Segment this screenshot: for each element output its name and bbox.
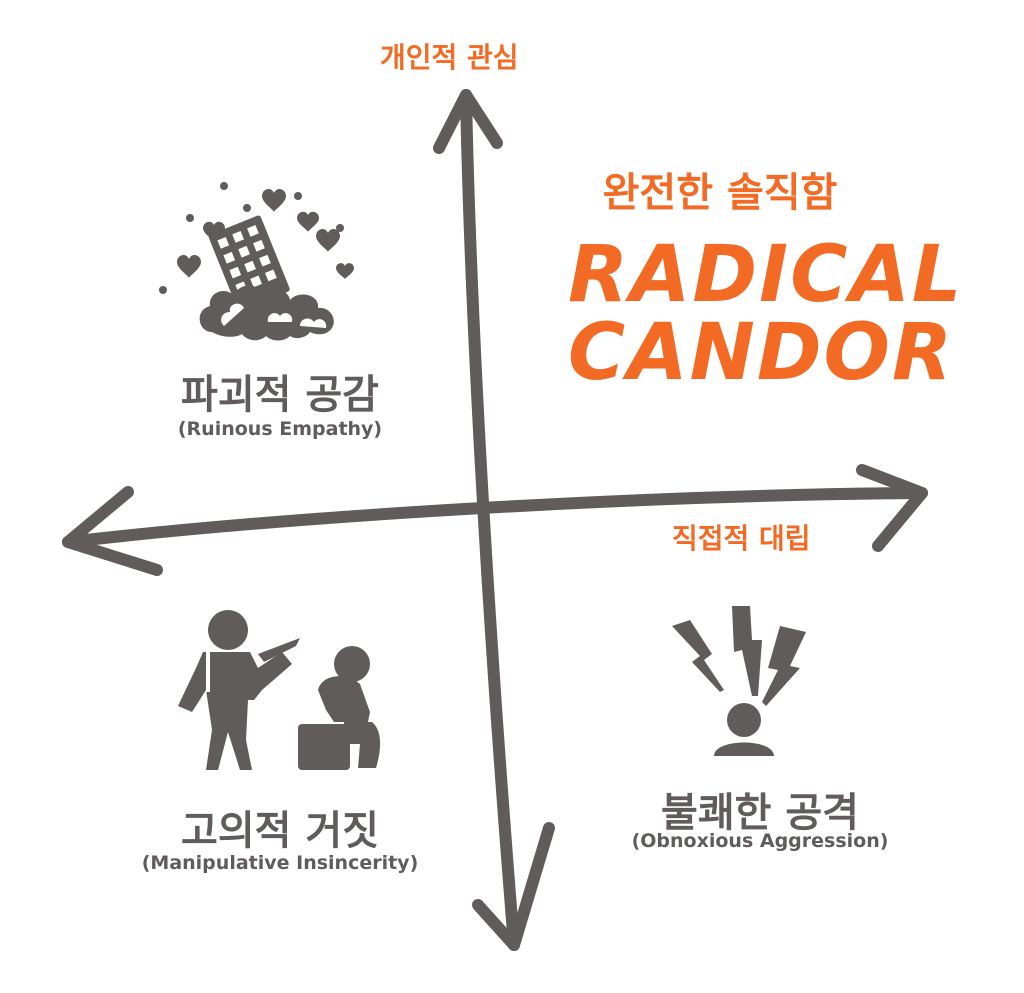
radical-candor-korean-title: 완전한 솔직함 xyxy=(602,170,838,216)
lightning-icon xyxy=(762,626,806,706)
horizontal-axis-left-arrowhead xyxy=(62,486,163,576)
lightning-icon xyxy=(732,606,762,696)
obnoxious-aggression-title: 불쾌한 공격 xyxy=(661,790,859,836)
heart-icon xyxy=(297,211,319,232)
radical-candor-brand-line1: RADICAL xyxy=(568,230,964,320)
heart-icon xyxy=(203,221,225,242)
vertical-axis-label: 개인적 관심 xyxy=(380,41,519,74)
dust-cloud-icon xyxy=(199,285,334,341)
ruinous-empathy-title: 파괴적 공감 xyxy=(181,372,379,418)
vertical-axis-line xyxy=(460,89,520,951)
heart-icon xyxy=(262,189,286,212)
heart-icon xyxy=(177,255,201,278)
horizontal-axis-label: 직접적 대립 xyxy=(672,522,811,555)
heart-icon xyxy=(316,229,340,252)
backstab-figures-icon xyxy=(178,610,381,770)
ruinous-empathy-subtitle: (Ruinous Empathy) xyxy=(177,418,383,440)
obnoxious-aggression-subtitle: (Obnoxious Aggression) xyxy=(631,830,889,852)
collapsing-building-hearts-icon xyxy=(159,182,354,341)
person-lightning-icon xyxy=(672,606,806,756)
heart-icon xyxy=(336,263,354,279)
lightning-icon xyxy=(672,620,724,692)
horizontal-axis-line xyxy=(62,487,928,548)
vertical-axis-bottom-arrowhead xyxy=(472,822,555,951)
manipulative-insincerity-title: 고의적 거짓 xyxy=(181,808,379,854)
manipulative-insincerity-subtitle: (Manipulative Insincerity) xyxy=(141,852,419,874)
radical-candor-brand-line2: CANDOR xyxy=(568,308,955,398)
vertical-axis-top-arrowhead xyxy=(433,89,503,154)
horizontal-axis-right-arrowhead xyxy=(856,464,928,552)
